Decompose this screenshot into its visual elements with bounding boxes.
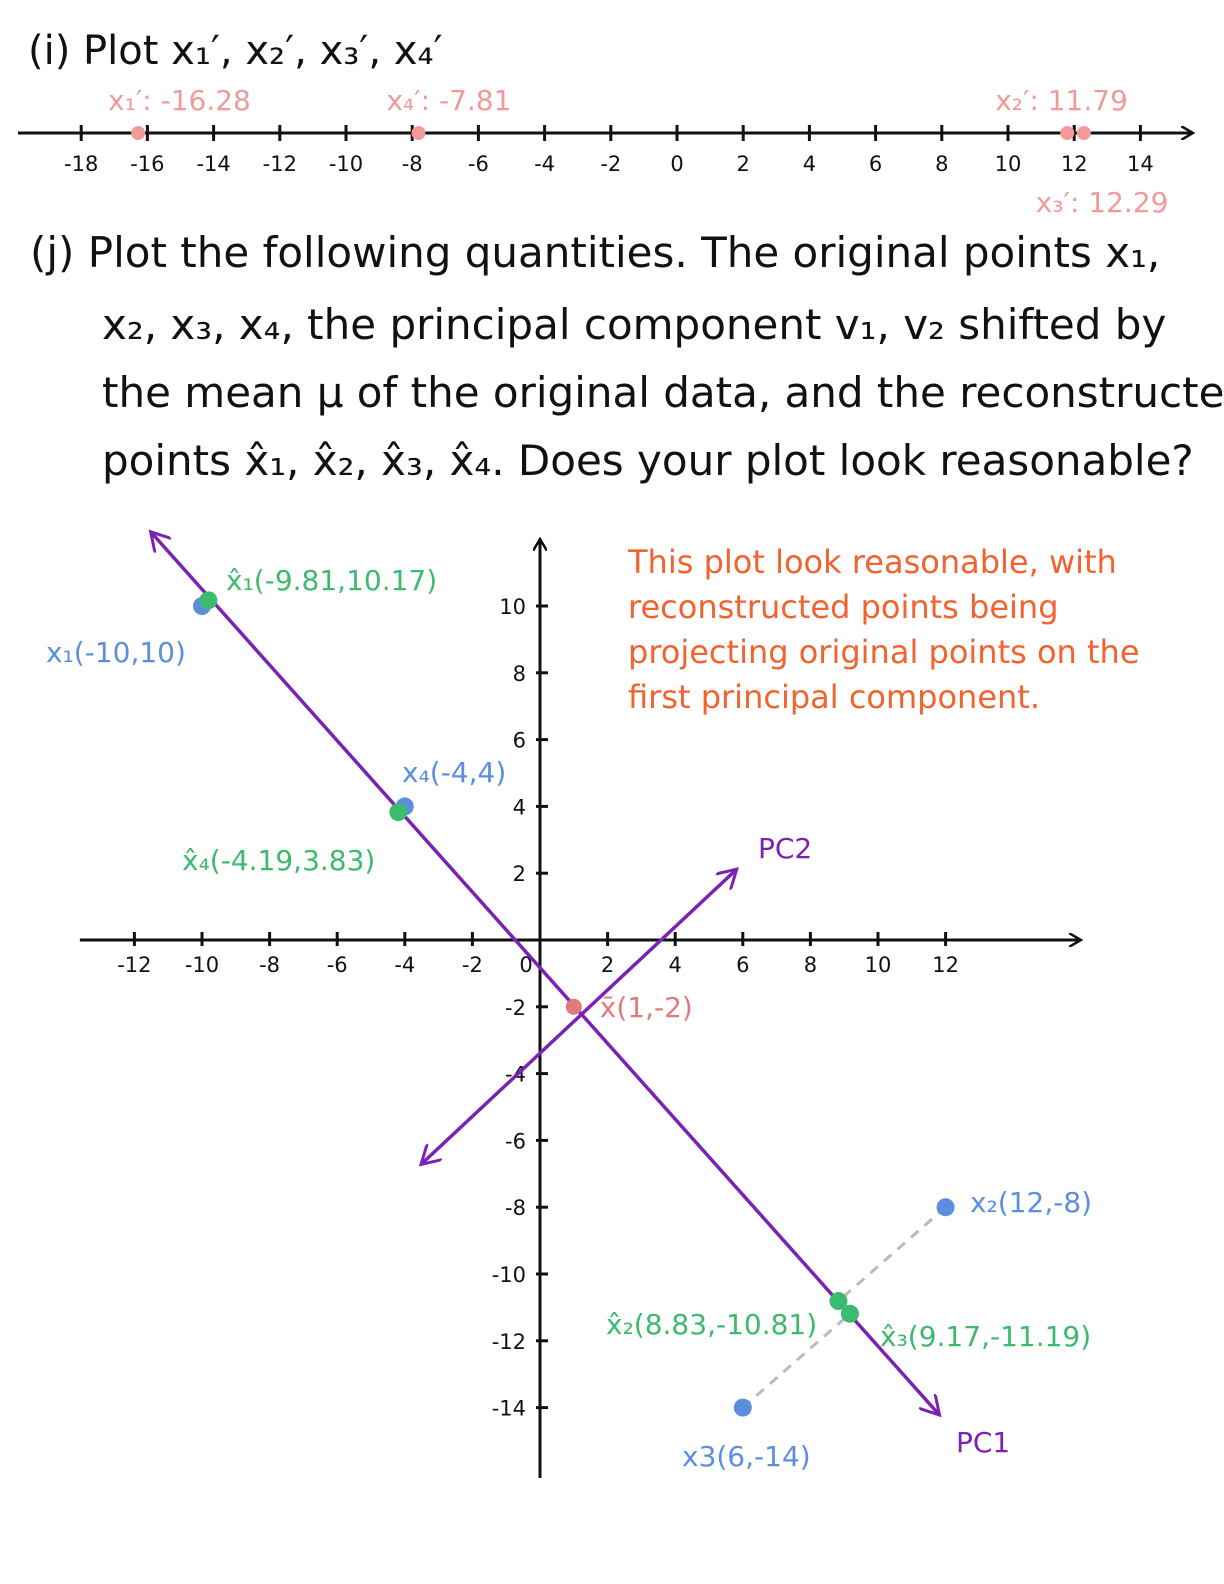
projected-point-label: x₁′: -16.28	[108, 84, 251, 117]
number-line-tick-label: 6	[869, 152, 882, 176]
x-axis-tick-label: -4	[394, 953, 415, 977]
mean-point	[565, 998, 582, 1015]
number-line-tick-label: -8	[402, 152, 423, 176]
projected-point	[1076, 126, 1091, 140]
x-axis-tick-label: 6	[736, 953, 749, 977]
scatter-plane: -12-10-8-6-4-2024681012108642-2-4-6-8-10…	[46, 533, 1092, 1478]
projected-point-label: x₄′: -7.81	[386, 84, 511, 117]
y-axis-tick-label: 10	[499, 595, 526, 619]
x-axis-tick-label: 10	[865, 953, 892, 977]
y-axis-tick-label: -2	[505, 996, 526, 1020]
y-axis-tick-label: 4	[513, 795, 526, 819]
y-axis-tick-label: -10	[492, 1263, 526, 1287]
answer-note-line-4: first principal component.	[628, 678, 1041, 716]
original-point-label: x₄(-4,4)	[402, 756, 506, 789]
reconstructed-point	[389, 803, 408, 822]
answer-note-line-3: projecting original points on the	[628, 633, 1140, 671]
projected-point-label: x₃′: 12.29	[1036, 186, 1169, 219]
original-point	[733, 1398, 752, 1417]
y-axis-tick-label: 2	[513, 862, 526, 886]
x-axis-tick-label: 8	[804, 953, 817, 977]
original-point-label: x3(6,-14)	[682, 1440, 811, 1473]
projected-point	[1060, 126, 1075, 140]
principal-component-arrow-tail	[151, 533, 939, 1415]
projected-point-label: x₂′: 11.79	[995, 84, 1128, 117]
number-line-tick-label: 8	[935, 152, 948, 176]
number-line-tick-label: -6	[468, 152, 489, 176]
projected-point	[411, 126, 426, 140]
reconstructed-point	[829, 1292, 848, 1311]
projection-guide-line	[741, 1312, 851, 1409]
reconstructed-point-label: x̂₁(-9.81,10.17)	[226, 564, 437, 597]
principal-component-label: PC1	[956, 1426, 1010, 1459]
number-line: -18 -16 -14 -12 -10 -8 -6 -4 -2 0 2 4 6 8 10 12 14 x₁′: -…	[18, 84, 1192, 219]
number-line-tick-label: -12	[263, 152, 297, 176]
number-line-tick-label: -16	[130, 152, 164, 176]
number-line-tick-label: -10	[329, 152, 363, 176]
x-axis-tick-label: -10	[185, 953, 219, 977]
original-point-label: x₁(-10,10)	[46, 636, 186, 669]
number-line-tick-label: 12	[1061, 152, 1088, 176]
x-axis-tick-label: 4	[669, 953, 682, 977]
number-line-tick-label: -14	[196, 152, 230, 176]
mean-point-label: x̄(1,-2)	[600, 991, 693, 1024]
projected-point	[131, 126, 146, 140]
number-line-tick-label: -2	[600, 152, 621, 176]
original-point	[936, 1198, 955, 1217]
x-axis-tick-label: -12	[117, 953, 151, 977]
x-axis-tick-label: -2	[462, 953, 483, 977]
reconstructed-point	[199, 591, 218, 610]
y-axis-tick-label: -12	[492, 1330, 526, 1354]
x-axis-tick-label: -6	[327, 953, 348, 977]
principal-component-label: PC2	[758, 832, 812, 865]
reconstructed-point	[840, 1304, 859, 1323]
y-axis-tick-label: -8	[505, 1196, 526, 1220]
original-point-label: x₂(12,-8)	[970, 1186, 1092, 1219]
part-i-heading: (i) Plot x₁′, x₂′, x₃′, x₄′	[28, 28, 443, 74]
part-j-line-2: x₂, x₃, x₄, the principal component v₁, …	[102, 300, 1167, 349]
principal-component-arrow-tail	[422, 869, 737, 1164]
number-line-tick-label: 2	[737, 152, 750, 176]
y-axis-tick-label: -14	[492, 1397, 526, 1421]
answer-note-line-1: This plot look reasonable, with	[628, 543, 1117, 581]
reconstructed-point-label: x̂₄(-4.19,3.83)	[182, 844, 375, 877]
part-j-line-3: the mean μ of the original data, and the…	[102, 368, 1224, 417]
number-line-tick-label: 10	[995, 152, 1022, 176]
number-line-tick-label: -4	[534, 152, 555, 176]
part-j-line-1: (j) Plot the following quantities. The o…	[30, 228, 1161, 277]
x-axis-tick-label: 0	[519, 953, 532, 977]
x-axis-tick-label: 2	[601, 953, 614, 977]
y-axis-tick-label: -6	[505, 1129, 526, 1153]
reconstructed-point-label: x̂₃(9.17,-11.19)	[880, 1320, 1091, 1353]
answer-note-line-2: reconstructed points being	[628, 588, 1059, 626]
answer-note: This plot look reasonable, with reconstr…	[628, 540, 1140, 720]
y-axis-tick-label: 8	[513, 662, 526, 686]
x-axis-tick-label: 12	[932, 953, 959, 977]
number-line-tick-label: 0	[670, 152, 683, 176]
part-j-line-4: points x̂₁, x̂₂, x̂₃, x̂₄. Does your plo…	[102, 436, 1194, 485]
y-axis-tick-label: 6	[513, 729, 526, 753]
number-line-tick-label: 14	[1127, 152, 1154, 176]
reconstructed-point-label: x̂₂(8.83,-10.81)	[606, 1308, 817, 1341]
projection-guide-line	[837, 1206, 947, 1303]
x-axis-tick-label: -8	[259, 953, 280, 977]
number-line-tick-label: 4	[803, 152, 816, 176]
number-line-tick-label: -18	[64, 152, 98, 176]
